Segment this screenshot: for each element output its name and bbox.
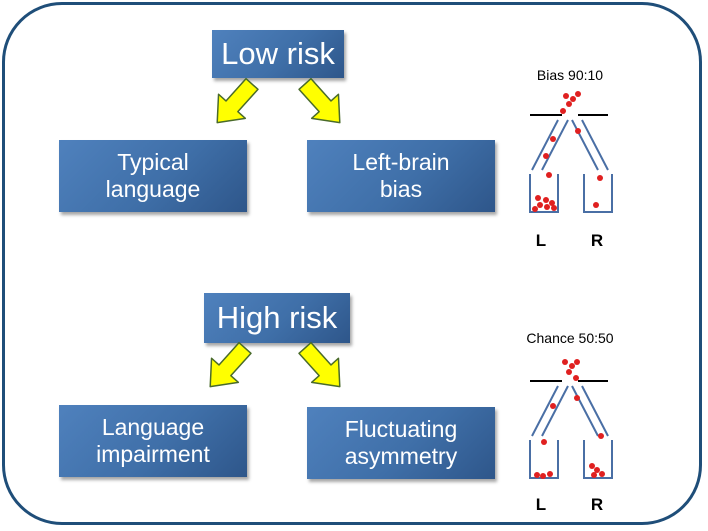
high-risk-box: High risk: [204, 293, 350, 343]
arrow-to-left-brain-bias-icon: [290, 71, 354, 136]
chance-funnel-diagram: Chance 50:50 L R: [526, 330, 613, 514]
bias-dots: [532, 91, 603, 212]
arrow-to-typical-language-icon: [203, 71, 267, 136]
right-bin-label: R: [591, 495, 603, 514]
fluctuating-asymmetry-box: Fluctuating asymmetry: [307, 407, 495, 479]
chance-caption: Chance 50:50: [526, 330, 613, 346]
arrow-to-language-impairment-icon: [196, 335, 260, 400]
left-bin-label: L: [536, 495, 546, 514]
bias-caption: Bias 90:10: [537, 67, 603, 83]
chance-dots: [534, 359, 605, 479]
arrow-to-fluctuating-asymmetry-icon: [290, 335, 354, 400]
bias-funnel-diagram: Bias 90:10 L R: [529, 67, 613, 250]
left-bin-label: L: [536, 231, 546, 250]
right-bin-label: R: [591, 231, 603, 250]
low-risk-box: Low risk: [212, 30, 344, 78]
typical-language-box: Typical language: [59, 140, 247, 212]
left-brain-bias-box: Left-brain bias: [307, 140, 495, 212]
language-impairment-box: Language impairment: [59, 405, 247, 477]
